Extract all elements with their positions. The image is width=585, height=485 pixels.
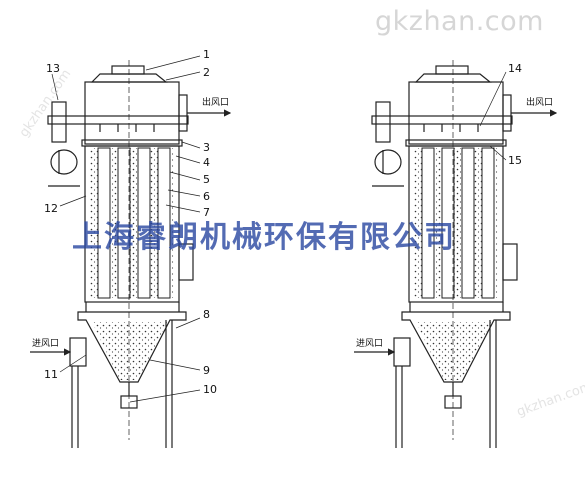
callout-8: 8 [203,308,210,321]
right-outlet-label: 出风口 [526,96,553,108]
callout-3: 3 [203,141,210,154]
left-clean-chamber [84,81,180,145]
callout-1: 1 [203,48,210,61]
left-callouts: 1 2 3 4 5 6 7 8 9 10 11 12 13 [44,48,217,396]
callout-12: 12 [44,202,58,215]
callout-14: 14 [508,62,522,75]
left-inlet-label: 进风口 [32,338,59,349]
left-unit [30,55,232,448]
right-callouts: 14 15 [508,62,522,167]
left-hopper [77,311,187,383]
watermark-top: gkzhan.com [375,6,544,37]
callout-9: 9 [203,364,210,377]
callout-10: 10 [203,383,217,396]
callout-7: 7 [203,206,210,219]
callout-4: 4 [203,156,210,169]
callout-2: 2 [203,66,210,79]
left-top-hatch [111,65,145,75]
callout-5: 5 [203,173,210,186]
callout-6: 6 [203,190,210,203]
right-inlet-label: 进风口 [356,338,383,349]
right-unit [354,60,558,448]
callout-11: 11 [44,368,58,381]
left-outlet-label: 出风口 [202,96,229,108]
callout-13: 13 [46,62,60,75]
left-filter-body [84,145,180,303]
callout-15: 15 [508,154,522,167]
watermark-company: 上海睿朗机械环保有限公司 [72,220,456,255]
